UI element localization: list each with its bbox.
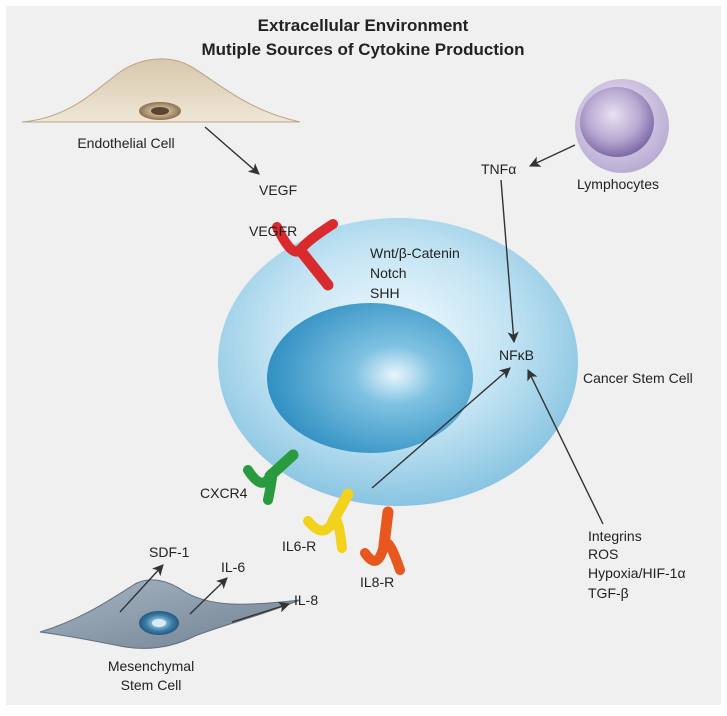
vegfr-receptor bbox=[272, 219, 338, 291]
il8r-receptor bbox=[360, 506, 405, 575]
pathway-label: Wnt/β-Catenin bbox=[370, 245, 460, 261]
pathway-label: Notch bbox=[370, 265, 407, 281]
arrow-endothelial-to-vegf bbox=[204, 126, 260, 175]
mesenchymal-label-line2: Stem Cell bbox=[121, 677, 182, 693]
arrow-mesenchymal-to-sdf1 bbox=[119, 564, 164, 613]
mesenchymal-label-line1: Mesenchymal bbox=[108, 658, 194, 674]
vegf-label: VEGF bbox=[259, 182, 297, 198]
tnfa-label: TNFα bbox=[481, 161, 516, 177]
factor-label: Integrins bbox=[588, 528, 642, 544]
title-line1: Extracellular Environment bbox=[258, 16, 469, 35]
il6-label: IL-6 bbox=[221, 559, 245, 575]
factor-label: TGF-β bbox=[588, 585, 629, 601]
lymphocyte-cell bbox=[575, 79, 669, 173]
il8-label: IL-8 bbox=[294, 592, 318, 608]
il6r-label: IL6-R bbox=[282, 538, 316, 554]
arrow-mesenchymal-to-il6 bbox=[189, 577, 228, 615]
mesenchymal-stem-cell bbox=[39, 579, 301, 649]
cancer-stem-cell bbox=[218, 218, 578, 506]
arrow-tnfa-to-nfkb bbox=[500, 179, 519, 344]
arrow-mesenchymal-to-il8 bbox=[231, 601, 291, 623]
factor-label: ROS bbox=[588, 546, 618, 562]
il6r-receptor bbox=[303, 488, 354, 553]
vegfr-label: VEGFR bbox=[249, 223, 297, 239]
arrow-il6r-to-nfkb bbox=[371, 367, 511, 489]
cxcr4-receptor bbox=[243, 449, 299, 505]
arrow-factors-to-nfkb bbox=[527, 368, 604, 525]
title-line2: Mutiple Sources of Cytokine Production bbox=[201, 40, 524, 59]
sdf1-label: SDF-1 bbox=[149, 544, 190, 560]
il8r-label: IL8-R bbox=[360, 574, 394, 590]
arrow-lymphocytes-to-tnfa bbox=[528, 144, 576, 167]
nfkb-label: NFκB bbox=[499, 347, 534, 363]
cxcr4-label: CXCR4 bbox=[200, 485, 248, 501]
factor-label: Hypoxia/HIF-1α bbox=[588, 565, 686, 581]
lymphocytes-label: Lymphocytes bbox=[577, 176, 659, 192]
pathway-label: SHH bbox=[370, 285, 400, 301]
endothelial-cell bbox=[21, 58, 301, 123]
cancer-stem-cell-label: Cancer Stem Cell bbox=[583, 370, 693, 386]
endothelial-cell-label: Endothelial Cell bbox=[77, 135, 174, 151]
